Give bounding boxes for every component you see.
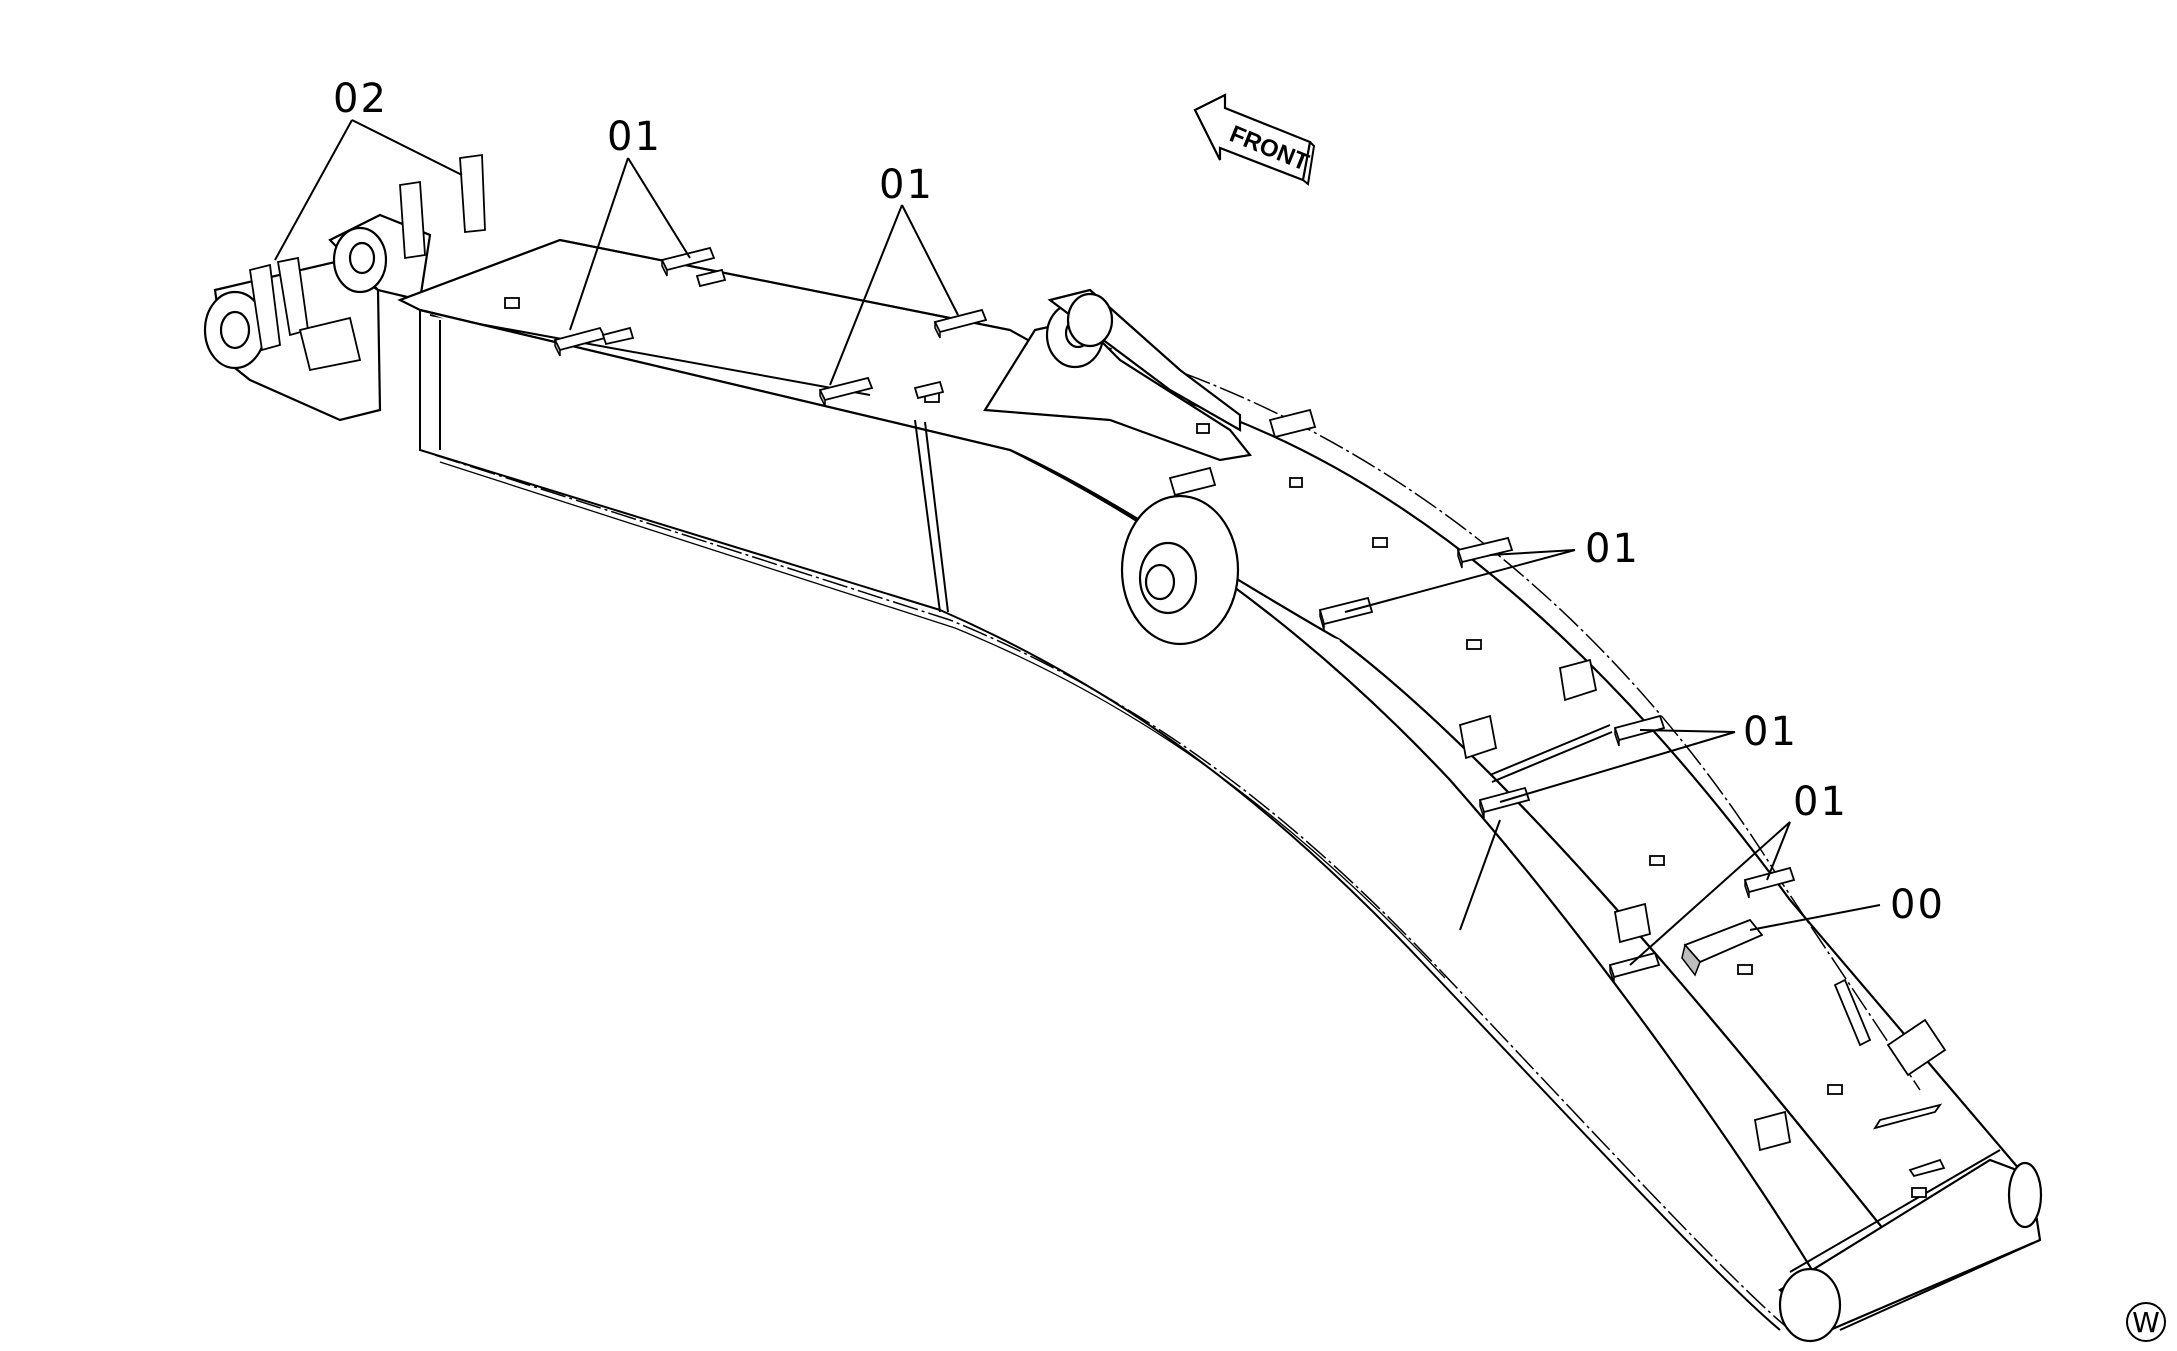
corner-mark-letter: W [2132,1306,2160,1339]
front-arrow: FRONT [1193,93,1316,186]
corner-mark: W [2126,1302,2166,1342]
callout-01-d: 01 [1743,709,1798,755]
callout-01-c: 01 [1585,526,1640,572]
callout-labels: 02 01 01 01 01 01 00 [333,76,1945,928]
callout-01-b: 01 [879,162,934,208]
callout-01-a: 01 [607,114,662,160]
callout-00: 00 [1890,882,1945,928]
callout-02: 02 [333,76,388,122]
leader-lines [274,119,1881,966]
callout-01-e: 01 [1793,779,1848,825]
